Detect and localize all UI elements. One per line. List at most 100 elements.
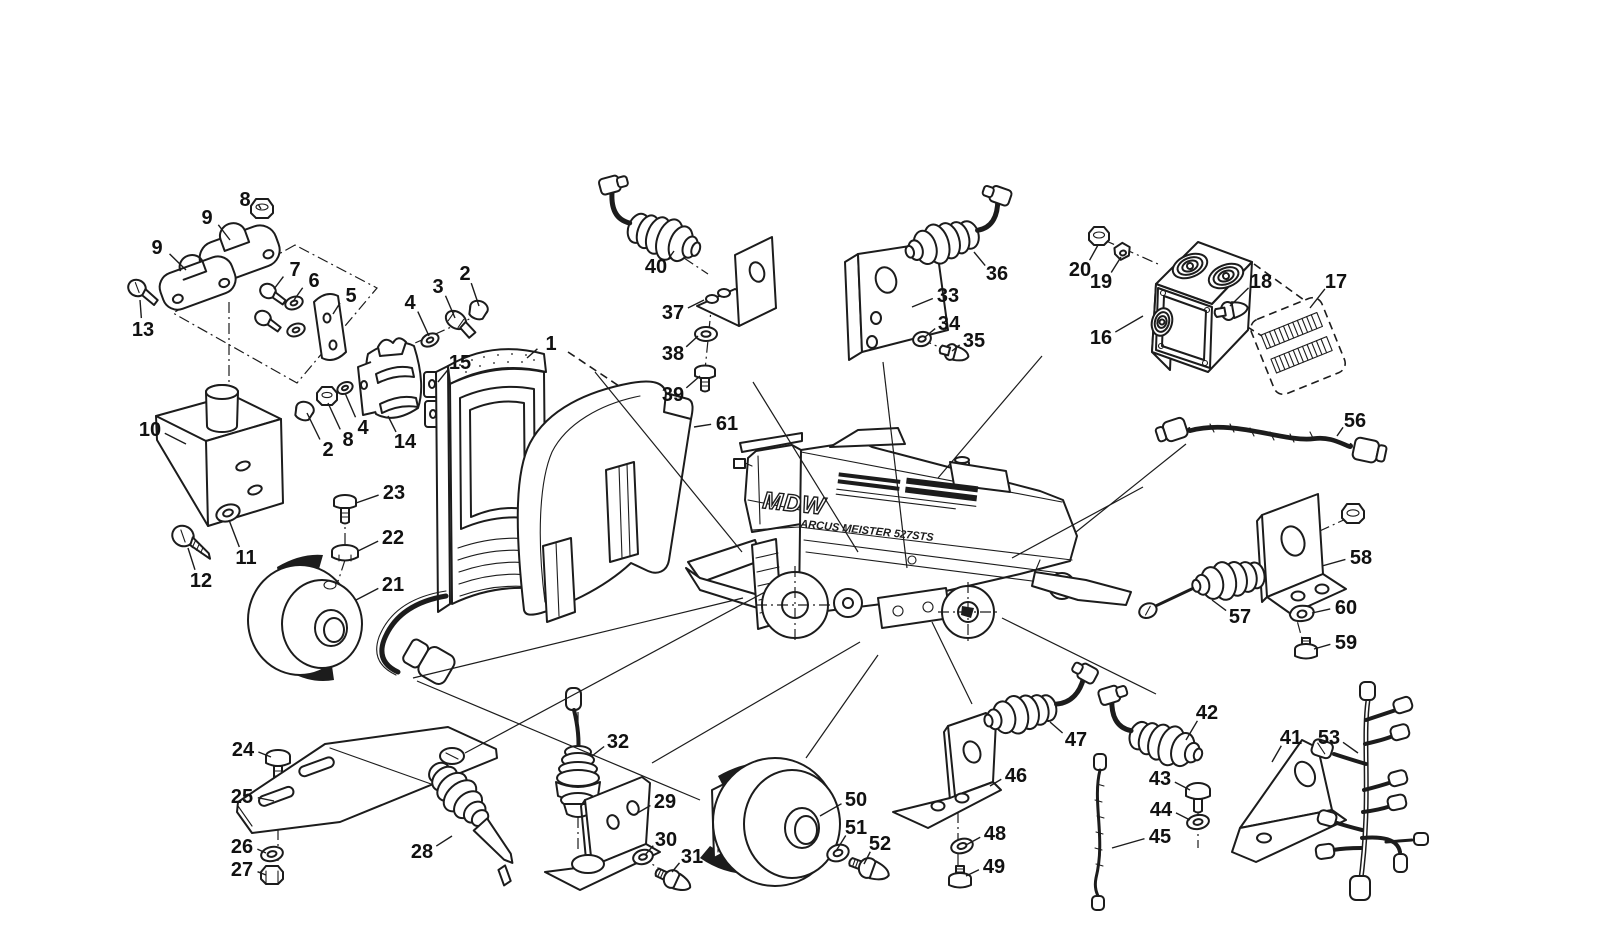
callout-number-42: 42 <box>1196 702 1218 724</box>
callout-leader-10 <box>164 432 187 445</box>
callout-number-24: 24 <box>232 739 255 761</box>
washer-part48 <box>950 837 974 855</box>
callout-number-52: 52 <box>869 833 891 855</box>
callout-leader-58 <box>1321 558 1346 567</box>
callout-number-61: 61 <box>716 413 738 435</box>
callout-leader-17 <box>1309 288 1326 309</box>
nut-part22 <box>331 544 359 562</box>
sensor-part42 <box>1097 684 1204 768</box>
callout-number-2: 2 <box>322 439 333 461</box>
callout-number-14: 14 <box>394 431 417 453</box>
sensor-part28 <box>428 761 514 887</box>
bolt-part35 <box>938 343 970 362</box>
callout-number-60: 60 <box>1335 597 1357 619</box>
callout-leader-49 <box>965 869 980 877</box>
callout-leader-9 <box>169 253 187 271</box>
callout-leader-15 <box>437 368 449 383</box>
callout-leader-44 <box>1175 812 1191 821</box>
callout-number-29: 29 <box>654 791 676 813</box>
sensor-part40 <box>598 174 702 263</box>
callout-leader-53 <box>1342 741 1359 754</box>
callout-number-58: 58 <box>1350 547 1372 569</box>
wiring-harness-part53 <box>1310 681 1429 901</box>
callout-leader-4 <box>344 392 357 418</box>
callout-number-26: 26 <box>231 836 253 858</box>
callout-leader-26 <box>257 848 267 854</box>
washer-part26 <box>260 845 284 863</box>
reference-leader-line <box>752 381 859 553</box>
reference-leader-line <box>412 597 744 679</box>
callout-leader-11 <box>228 519 240 548</box>
washer-part44 <box>1186 813 1210 831</box>
callout-number-2: 2 <box>459 263 470 285</box>
plate-part5 <box>313 293 347 361</box>
reference-leader-line <box>937 355 1043 479</box>
callout-number-46: 46 <box>1005 765 1027 787</box>
callout-number-35: 35 <box>963 330 985 352</box>
callout-number-28: 28 <box>411 841 433 863</box>
callout-number-9: 9 <box>151 237 162 259</box>
callout-number-57: 57 <box>1229 606 1251 628</box>
nut-part8-top <box>250 198 274 219</box>
callout-leader-51 <box>835 835 847 852</box>
callout-number-27: 27 <box>231 859 253 881</box>
terminal-strip-part17 <box>1250 296 1346 396</box>
callout-leader-19 <box>1110 256 1122 273</box>
callout-leader-3 <box>444 295 456 319</box>
callout-leader-46 <box>989 778 1002 787</box>
callout-number-3: 3 <box>432 276 443 298</box>
bolt-part31 <box>654 867 692 891</box>
callout-leader-43 <box>1174 781 1191 791</box>
bolt-part43 <box>1185 782 1211 814</box>
hood-part61 <box>516 380 694 623</box>
callout-leader-36 <box>973 251 986 267</box>
reference-leader-line <box>651 641 861 764</box>
callout-leader-2 <box>306 412 321 440</box>
callout-number-30: 30 <box>655 829 677 851</box>
bracket-part41 <box>1231 739 1347 863</box>
reference-leader-line <box>882 361 908 569</box>
reference-leader-line <box>416 680 701 801</box>
callout-number-38: 38 <box>662 343 684 365</box>
callout-number-19: 19 <box>1090 271 1112 293</box>
callout-leader-47 <box>1049 721 1064 734</box>
callout-leader-52 <box>863 851 871 865</box>
callout-number-44: 44 <box>1150 799 1173 821</box>
bracket-part58 <box>1256 493 1347 615</box>
clamp-part9-left <box>158 254 237 311</box>
callout-leader-35 <box>951 344 961 352</box>
callout-number-1: 1 <box>545 333 556 355</box>
machine-brand-text: MDW <box>761 487 828 521</box>
screws-part7-part6 <box>254 282 306 338</box>
callout-leader-28 <box>435 835 453 847</box>
leader-lines-layer <box>412 355 1187 801</box>
callout-number-45: 45 <box>1149 826 1171 848</box>
nut-part58-top <box>1341 503 1365 524</box>
callout-leader-6 <box>293 287 304 301</box>
reference-leader-line <box>464 591 766 754</box>
reference-leader-line <box>594 371 743 553</box>
callout-leader-18 <box>1229 287 1250 307</box>
bolt-part39 <box>694 364 716 393</box>
callout-leader-14 <box>387 415 397 433</box>
stipple-texture <box>459 353 535 373</box>
callout-number-32: 32 <box>607 731 629 753</box>
bracket-part46 <box>892 712 1002 829</box>
callout-number-6: 6 <box>308 270 319 292</box>
washer-part4-top <box>420 332 440 348</box>
callout-leader-4 <box>417 311 430 337</box>
reference-leader-line <box>1011 486 1144 559</box>
callout-leader-30 <box>644 845 654 856</box>
callout-leader-8 <box>257 204 262 210</box>
combine-illustration: MDW ARCUS MEISTER 527STS <box>685 427 1132 644</box>
callout-number-51: 51 <box>845 817 867 839</box>
callout-number-22: 22 <box>382 527 404 549</box>
callout-leader-37 <box>687 299 705 309</box>
junction-box-part16 <box>1150 241 1253 373</box>
callout-number-37: 37 <box>662 302 684 324</box>
callout-number-20: 20 <box>1069 259 1091 281</box>
callout-leader-32 <box>591 745 605 757</box>
callout-number-36: 36 <box>986 263 1008 285</box>
callout-number-25: 25 <box>231 786 253 808</box>
